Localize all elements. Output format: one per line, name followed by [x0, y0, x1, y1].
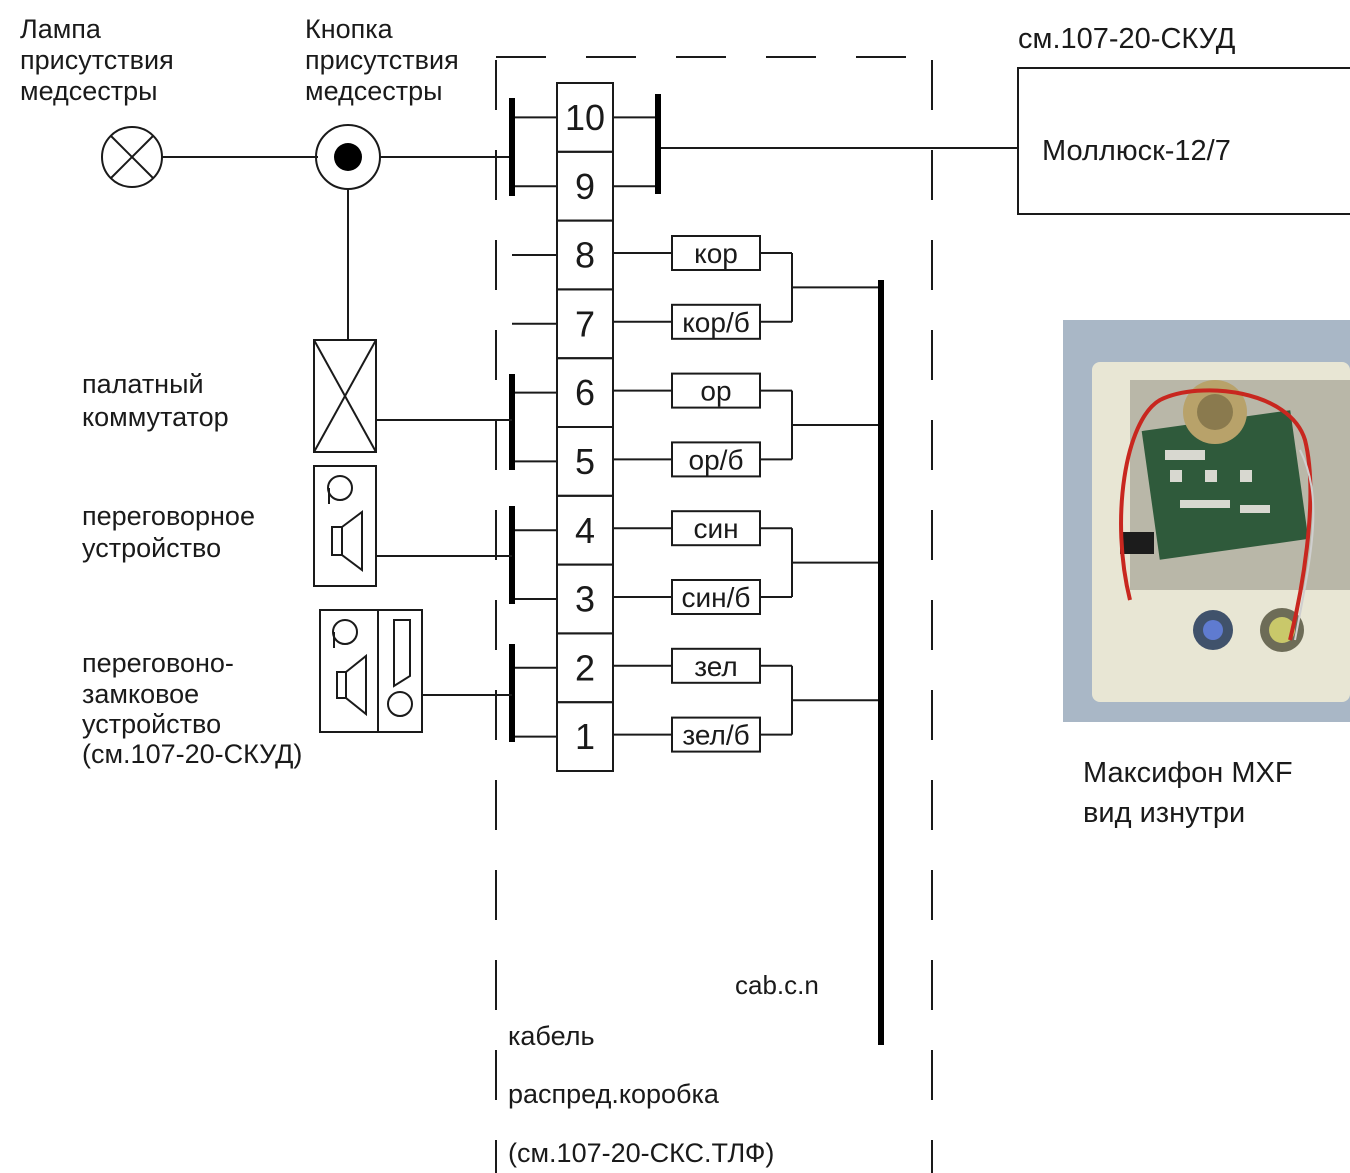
box-label: кабель распред.коробка (см.107-20-СКС.ТЛ… — [508, 1021, 774, 1168]
svg-text:замковое: замковое — [82, 679, 199, 709]
terminal-pin-label: 3 — [575, 579, 595, 620]
junction-box-outline — [495, 56, 933, 1173]
lamp-label: Лампа присутствия медсестры — [20, 14, 174, 106]
svg-text:медсестры: медсестры — [305, 76, 443, 106]
svg-text:распред.коробка: распред.коробка — [508, 1079, 720, 1109]
svg-text:присутствия: присутствия — [305, 45, 459, 75]
svg-text:устройство: устройство — [82, 533, 221, 563]
intercom-label: переговорное устройство — [82, 501, 255, 563]
svg-text:переговоно-: переговоно- — [82, 648, 234, 678]
wire-color-label: ор/б — [689, 444, 744, 475]
svg-text:кабель: кабель — [508, 1021, 595, 1051]
lock-intercom-label: переговоно- замковое устройство (см.107-… — [82, 648, 302, 769]
svg-text:(см.107-20-СКС.ТЛФ): (см.107-20-СКС.ТЛФ) — [508, 1138, 774, 1168]
wire-color-label: зел — [694, 651, 738, 682]
svg-text:медсестры: медсестры — [20, 76, 158, 106]
terminal-pin-label: 7 — [575, 303, 595, 344]
button-icon — [315, 124, 381, 190]
wire-color-label: зел/б — [682, 720, 749, 751]
button-label: Кнопка присутствия медсестры — [305, 14, 459, 106]
svg-text:коммутатор: коммутатор — [82, 402, 229, 432]
wire-color-label: син — [693, 513, 738, 544]
svg-text:Лампа: Лампа — [20, 14, 102, 44]
terminal-pin-label: 8 — [575, 235, 595, 276]
wire-color-label: кор — [694, 238, 738, 269]
wire-pairs: кор кор/б ор ор/б син син/б зел зел/б — [613, 235, 881, 753]
controller-name: Моллюск-12/7 — [1042, 135, 1231, 167]
cable-name: cab.c.n — [735, 970, 819, 1000]
svg-text:устройство: устройство — [82, 709, 221, 739]
photo-caption: Максифон MXF вид изнутри — [1083, 757, 1293, 829]
svg-text:Максифон MXF: Максифон MXF — [1083, 757, 1293, 789]
lamp-icon — [101, 126, 163, 188]
terminal-block: 10 9 8 7 6 5 4 3 2 1 — [512, 82, 658, 773]
lock-intercom-icon — [319, 609, 423, 733]
intercom-icon — [313, 465, 377, 587]
svg-text:(см.107-20-СКУД): (см.107-20-СКУД) — [82, 739, 302, 769]
wire-color-label: ор — [700, 376, 731, 407]
terminal-pin-label: 4 — [575, 510, 595, 551]
wire-color-label: син/б — [682, 582, 751, 613]
terminal-pin-label: 10 — [565, 97, 605, 138]
terminal-pin-label: 9 — [575, 166, 595, 207]
svg-text:вид изнутри: вид изнутри — [1083, 797, 1245, 829]
maxifon-photo — [1063, 320, 1350, 722]
terminal-pin-label: 1 — [575, 716, 595, 757]
svg-text:палатный: палатный — [82, 369, 204, 399]
svg-text:присутствия: присутствия — [20, 45, 174, 75]
terminal-pin-label: 6 — [575, 372, 595, 413]
svg-text:Кнопка: Кнопка — [305, 14, 394, 44]
controller-ref: см.107-20-СКУД — [1018, 23, 1236, 55]
terminal-pin-label: 5 — [575, 441, 595, 482]
svg-text:переговорное: переговорное — [82, 501, 255, 531]
switch-label: палатный коммутатор — [82, 369, 229, 432]
controller-box — [1017, 67, 1350, 215]
wire-color-label: кор/б — [682, 307, 750, 338]
terminal-pin-label: 2 — [575, 647, 595, 688]
switch-icon — [313, 339, 377, 453]
